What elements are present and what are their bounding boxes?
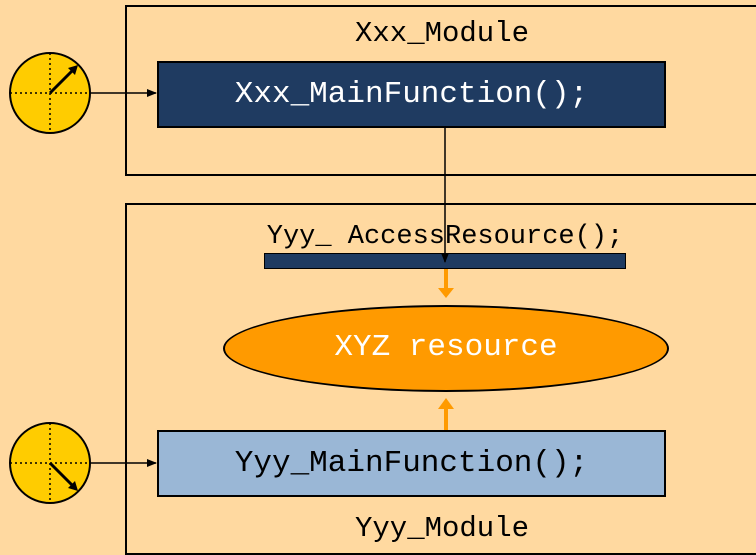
arrow-yyy-to-resource-head (438, 398, 454, 409)
xxx-main-function: Xxx_MainFunction(); (157, 61, 666, 128)
access-resource-label: Yyy_ AccessResource(); (266, 222, 624, 252)
arrow-access-to-resource-head (438, 288, 454, 298)
yyy-module-title: Yyy_Module (354, 512, 530, 545)
yyy-main-function: Yyy_MainFunction(); (157, 430, 666, 497)
clock-icon (9, 52, 91, 134)
xyz-resource-ellipse: XYZ resource (223, 305, 669, 392)
clock-icon (9, 422, 91, 504)
xxx-module-title: Xxx_Module (354, 17, 530, 50)
